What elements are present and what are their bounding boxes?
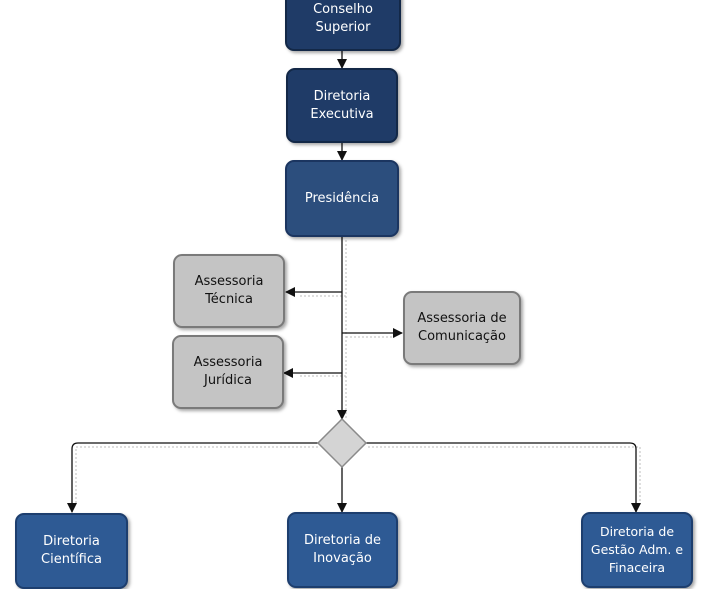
node-diretoria-cientifica: Diretoria Científica	[15, 513, 128, 589]
node-label: Assessoria Técnica	[194, 274, 264, 307]
node-label: Diretoria Científica	[41, 534, 102, 567]
node-label: Diretoria de Gestão Adm. e Finaceira	[590, 524, 684, 575]
node-label: Presidência	[304, 190, 380, 206]
node-label: Diretoria de Inovação	[303, 533, 382, 566]
node-diretoria-executiva: Diretoria Executiva	[286, 68, 398, 143]
node-label: Diretoria Executiva	[310, 88, 374, 122]
org-chart: Conselho Superior Diretoria Executiva Pr…	[15, 0, 693, 589]
node-label: Conselho Superior	[313, 1, 373, 35]
decision-diamond	[316, 417, 368, 469]
node-label: Assessoria Jurídica	[193, 355, 263, 388]
node-assessoria-comunicacao: Assessoria de Comunicação	[403, 291, 521, 365]
node-diretoria-gestao: Diretoria de Gestão Adm. e Finaceira	[581, 512, 693, 588]
edge-to-gestao	[366, 442, 641, 513]
node-presidencia: Presidência	[285, 160, 399, 237]
node-label: Assessoria de Comunicação	[417, 311, 507, 344]
node-assessoria-juridica: Assessoria Jurídica	[172, 335, 284, 409]
node-conselho-superior: Conselho Superior	[285, 0, 401, 51]
node-assessoria-tecnica: Assessoria Técnica	[173, 254, 285, 328]
node-diretoria-inovacao: Diretoria de Inovação	[287, 512, 398, 588]
connector-layer	[67, 51, 641, 513]
edge-to-cientifica	[67, 442, 318, 513]
